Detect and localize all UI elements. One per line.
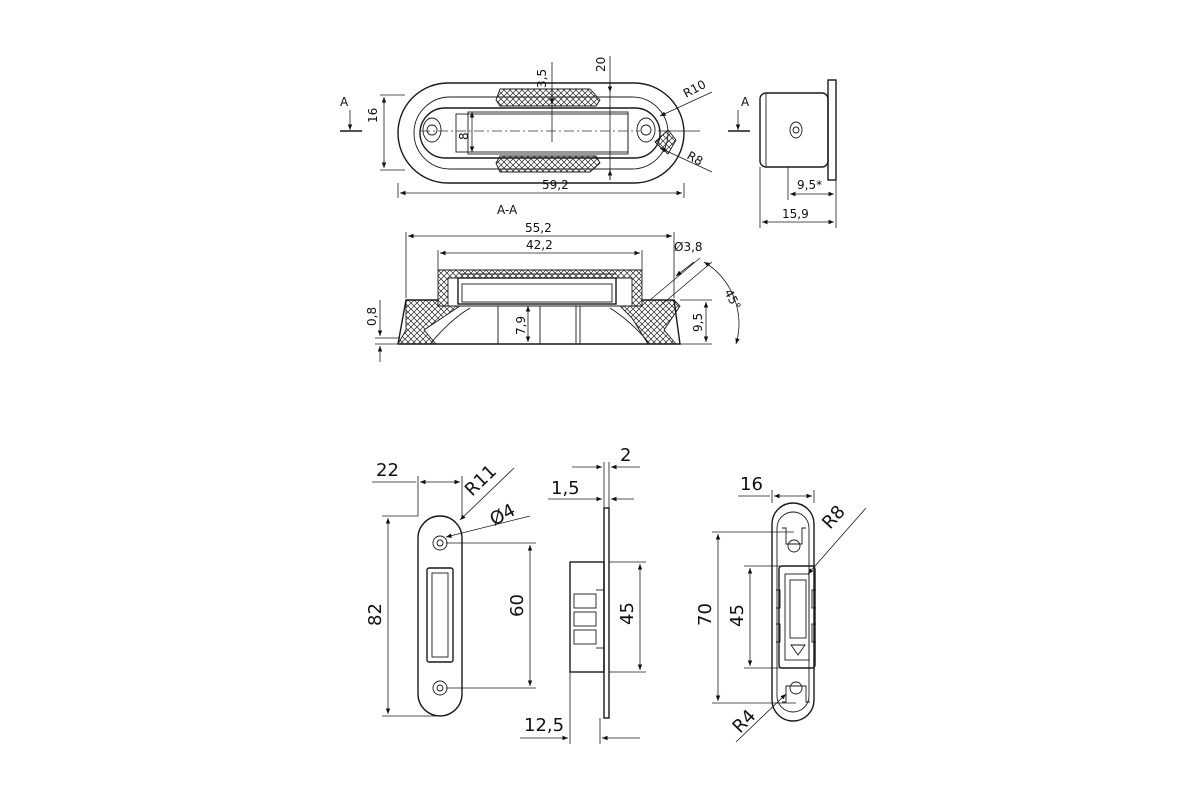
- side-body: [759, 92, 829, 168]
- strike-dim-width: 22: [376, 460, 399, 481]
- dim-total-depth: 15,9: [782, 207, 809, 221]
- hatch-bottom: [495, 155, 601, 173]
- insert-top-slot: [782, 527, 806, 545]
- radius-inner: R8: [685, 148, 706, 168]
- section-marker-left: A: [340, 95, 362, 132]
- dim-angle: 45°: [721, 287, 743, 312]
- insert-hole-top: [787, 539, 801, 553]
- angle-arc: [703, 261, 740, 345]
- section-marker-left-label: A: [340, 95, 349, 109]
- strike-side-box: [569, 561, 605, 673]
- dim-total-depth-section: 9,5: [691, 313, 705, 332]
- side-flange: [827, 79, 837, 181]
- hole-right: [636, 117, 656, 143]
- strike-dim-spacing: 60: [507, 594, 528, 617]
- dim-total-height: 20: [594, 57, 608, 72]
- dim-hole: Ø3,8: [674, 240, 703, 254]
- section-view: A-A 55,2 42,2 7,9 0,8: [365, 203, 744, 362]
- insert-dim-width: 16: [740, 474, 763, 495]
- strike-dim-box-height: 45: [617, 602, 638, 625]
- insert-hole-bottom: [789, 681, 803, 695]
- top-view: A 16 8 3,5 20: [340, 56, 713, 198]
- slot-window: [467, 111, 629, 155]
- hatch-top: [495, 88, 601, 107]
- housing-outer: [397, 82, 685, 184]
- insert-arrow-icon: [790, 644, 806, 656]
- dim-height: 16: [366, 108, 380, 123]
- dim-gap: 3,5: [535, 69, 549, 88]
- strike-dim-height: 82: [365, 603, 386, 626]
- insert-radius-inner: R4: [728, 706, 760, 738]
- section-marker-right: A: [728, 95, 750, 132]
- strike-side: 2 1,5 45 12,5: [520, 445, 646, 744]
- insert-window: [778, 565, 816, 669]
- strike-dim-offset: 1,5: [551, 478, 580, 499]
- dim-inner-length: 42,2: [526, 238, 553, 252]
- cup-hatch: [437, 269, 643, 307]
- dim-outer-length: 55,2: [525, 221, 552, 235]
- insert-front: 16 R8 70 45 R4: [695, 474, 867, 743]
- strike-side-plate: [603, 507, 610, 719]
- insert-dim-height: 70: [695, 603, 716, 626]
- side-view-top: A 9,5* 15,9: [728, 79, 837, 228]
- magnet-core: [457, 277, 617, 305]
- strike-dim-box-depth: 12,5: [524, 715, 564, 736]
- dim-slot-width: 8: [457, 132, 471, 140]
- insert-dim-box-height: 45: [727, 604, 748, 627]
- strike-hole-bottom: [432, 680, 448, 696]
- dim-depth: 9,5*: [797, 178, 822, 192]
- insert-radius-outer: R8: [818, 501, 850, 533]
- hole-left: [422, 117, 442, 143]
- pocket: [497, 305, 581, 345]
- dim-flange: 0,8: [365, 307, 379, 326]
- section-marker-right-label: A: [741, 95, 750, 109]
- strike-hole-top: [432, 535, 448, 551]
- strike-front: 22 R11 Ø4 82 60: [365, 460, 536, 717]
- strike-radius: R11: [461, 461, 501, 501]
- strike-window: [426, 567, 454, 663]
- radius-outer: R10: [681, 77, 708, 100]
- strike-dim-plate: 2: [620, 445, 631, 466]
- dim-pocket-depth: 7,9: [514, 316, 528, 335]
- dim-length: 59,2: [542, 178, 569, 192]
- insert-outline: [771, 502, 815, 722]
- body-hatch-left: [397, 299, 462, 345]
- section-title: A-A: [497, 203, 518, 217]
